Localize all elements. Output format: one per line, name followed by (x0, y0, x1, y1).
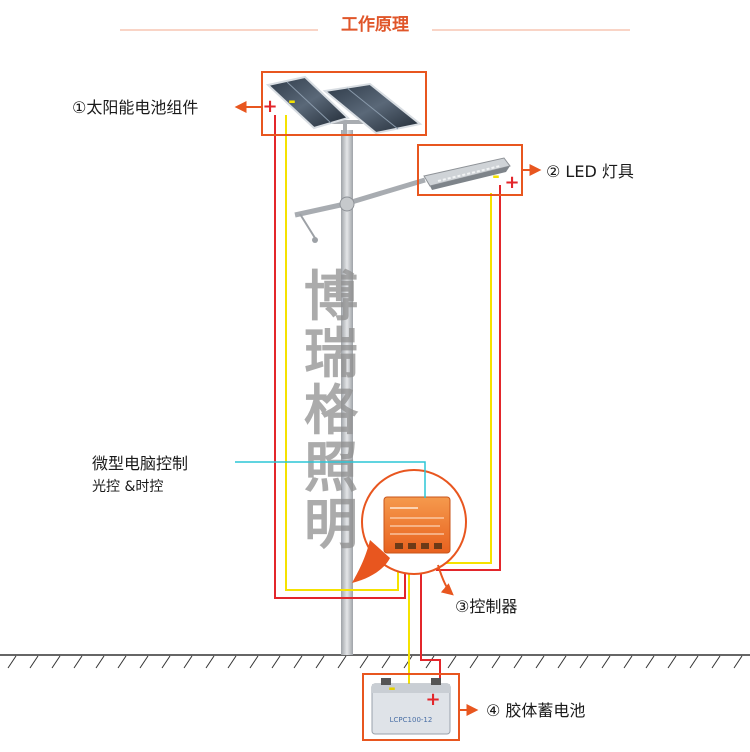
ground-hatch-mark (579, 655, 589, 669)
controller-label: ③控制器 (455, 597, 517, 616)
wire-battery-positive (420, 553, 441, 692)
ground-hatch-mark (689, 655, 699, 669)
led-minus-sign: - (492, 166, 499, 187)
led-plus-sign: + (504, 172, 519, 193)
battery-face-text: LCPC100-12 (390, 716, 433, 724)
led-label: ② LED 灯具 (546, 162, 634, 181)
ground-hatch-mark (271, 655, 281, 669)
ground-hatch-mark (645, 655, 655, 669)
ground-hatch-mark (315, 655, 325, 669)
watermark-char-3: 格 (304, 379, 359, 442)
polarity-signs: + - + - - + (262, 91, 519, 710)
ground-hatch-mark (293, 655, 303, 669)
ground-hatch-mark (425, 655, 435, 669)
solar-label: ①太阳能电池组件 (72, 98, 198, 117)
solar-frame (261, 71, 427, 136)
controller-arrow (437, 564, 454, 596)
solar-plus-sign: + (262, 96, 277, 117)
battery-frame (362, 673, 460, 741)
battery-plus-sign: + (425, 689, 440, 710)
control-desc-title: 微型电脑控制 (92, 454, 188, 473)
watermark-char-5: 明 (304, 493, 358, 556)
ground-hatch-mark (601, 655, 611, 669)
ground-hatch-mark (95, 655, 105, 669)
battery-illustration: LCPC100-12 (371, 678, 451, 735)
callout-arrows (234, 101, 542, 716)
ground-hatch-mark (447, 655, 457, 669)
ground-hatch-mark (51, 655, 61, 669)
battery-minus-sign: - (388, 678, 395, 699)
ground-hatch-mark (733, 655, 743, 669)
ground-hatch-mark (667, 655, 677, 669)
ground-hatch-mark (491, 655, 501, 669)
ground-hatch-mark (623, 655, 633, 669)
ground-hatch-mark (711, 655, 721, 669)
ground-hatch-mark (557, 655, 567, 669)
led-lamp-illustration (423, 157, 511, 190)
ground-hatch-mark (513, 655, 523, 669)
ground-hatch-mark (7, 655, 17, 669)
ground-hatch-mark (161, 655, 171, 669)
watermark-char-2: 瑞 (304, 322, 358, 385)
ground-hatch-mark (73, 655, 83, 669)
watermark-char-4: 照 (304, 436, 358, 499)
wire-solar-positive (274, 115, 406, 599)
ground-hatch-mark (381, 655, 391, 669)
ground-hatch-mark (469, 655, 479, 669)
battery-label: ④ 胶体蓄电池 (486, 701, 585, 720)
watermark: 博 瑞 格 照 明 (304, 265, 359, 556)
ground-hatch-mark (337, 655, 347, 669)
solar-panel-illustration (265, 75, 423, 135)
control-desc-subtitle: 光控 &时控 (92, 479, 163, 495)
ground-hatch-mark (359, 655, 369, 669)
ground-hatch-mark (139, 655, 149, 669)
ground-hatch-mark (29, 655, 39, 669)
ground-hatch-mark (117, 655, 127, 669)
title-block: 工作原理 (120, 14, 630, 35)
control-desc-leader (235, 461, 426, 498)
ground-hatch-mark (535, 655, 545, 669)
controller-illustration (352, 469, 467, 583)
page-title: 工作原理 (341, 14, 409, 35)
ground-hatch-mark (227, 655, 237, 669)
solar-minus-sign: - (288, 91, 295, 112)
watermark-char-1: 博 (304, 265, 358, 328)
ground-hatch-mark (205, 655, 215, 669)
ground-hatch-mark (249, 655, 259, 669)
ground-hatch-mark (183, 655, 193, 669)
ground (0, 654, 750, 669)
